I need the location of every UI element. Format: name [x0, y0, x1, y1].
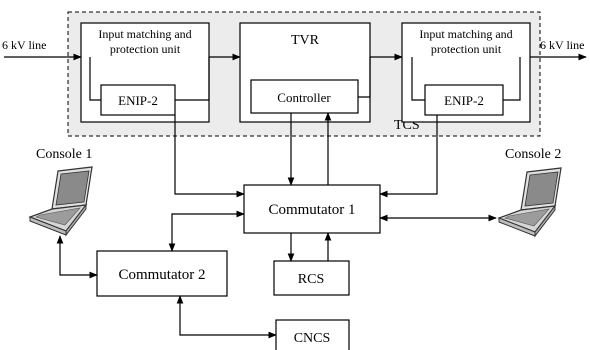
tvr-unit: TVR Controller — [239, 22, 371, 123]
svg-text:TVR: TVR — [291, 33, 320, 48]
svg-text:ENIP-2: ENIP-2 — [118, 93, 158, 108]
svg-text:RCS: RCS — [298, 272, 324, 287]
enip2-left-to-commutator1 — [174, 115, 245, 198]
svg-text:protection unit: protection unit — [110, 42, 181, 56]
rcs-box: RCS — [273, 260, 350, 296]
laptop-icon — [497, 167, 562, 238]
cncs-box: CNCS — [275, 319, 350, 350]
svg-text:Commutator 1: Commutator 1 — [268, 202, 355, 218]
line-out-label: 6 kV line — [540, 38, 584, 52]
console-1-label: Console 1 — [36, 147, 92, 162]
svg-text:Commutator 2: Commutator 2 — [118, 267, 205, 283]
svg-text:Input matching and: Input matching and — [98, 27, 191, 41]
enip2-left — [100, 84, 176, 116]
commutator-2: Commutator 2 — [96, 250, 228, 297]
svg-text:CNCS: CNCS — [294, 331, 331, 346]
svg-text:Controller: Controller — [277, 90, 331, 105]
input-matching-unit-right: Input matching and protection unit ENIP-… — [401, 22, 531, 123]
enip2-right-to-commutator1 — [379, 115, 438, 198]
commutator2-cncs-link — [176, 295, 277, 339]
line-in-label: 6 kV line — [2, 38, 46, 52]
commutator1-commutator2-link — [168, 210, 245, 252]
console1-commutator2-link — [56, 235, 98, 279]
svg-text:Input matching and: Input matching and — [419, 27, 512, 41]
console-2-label: Console 2 — [505, 147, 561, 162]
svg-text:ENIP-2: ENIP-2 — [444, 93, 484, 108]
input-matching-unit-left: Input matching and protection unit ENIP-… — [80, 22, 210, 123]
commutator-1: Commutator 1 — [243, 184, 381, 234]
svg-text:protection unit: protection unit — [431, 42, 502, 56]
laptop-icon — [28, 166, 93, 237]
